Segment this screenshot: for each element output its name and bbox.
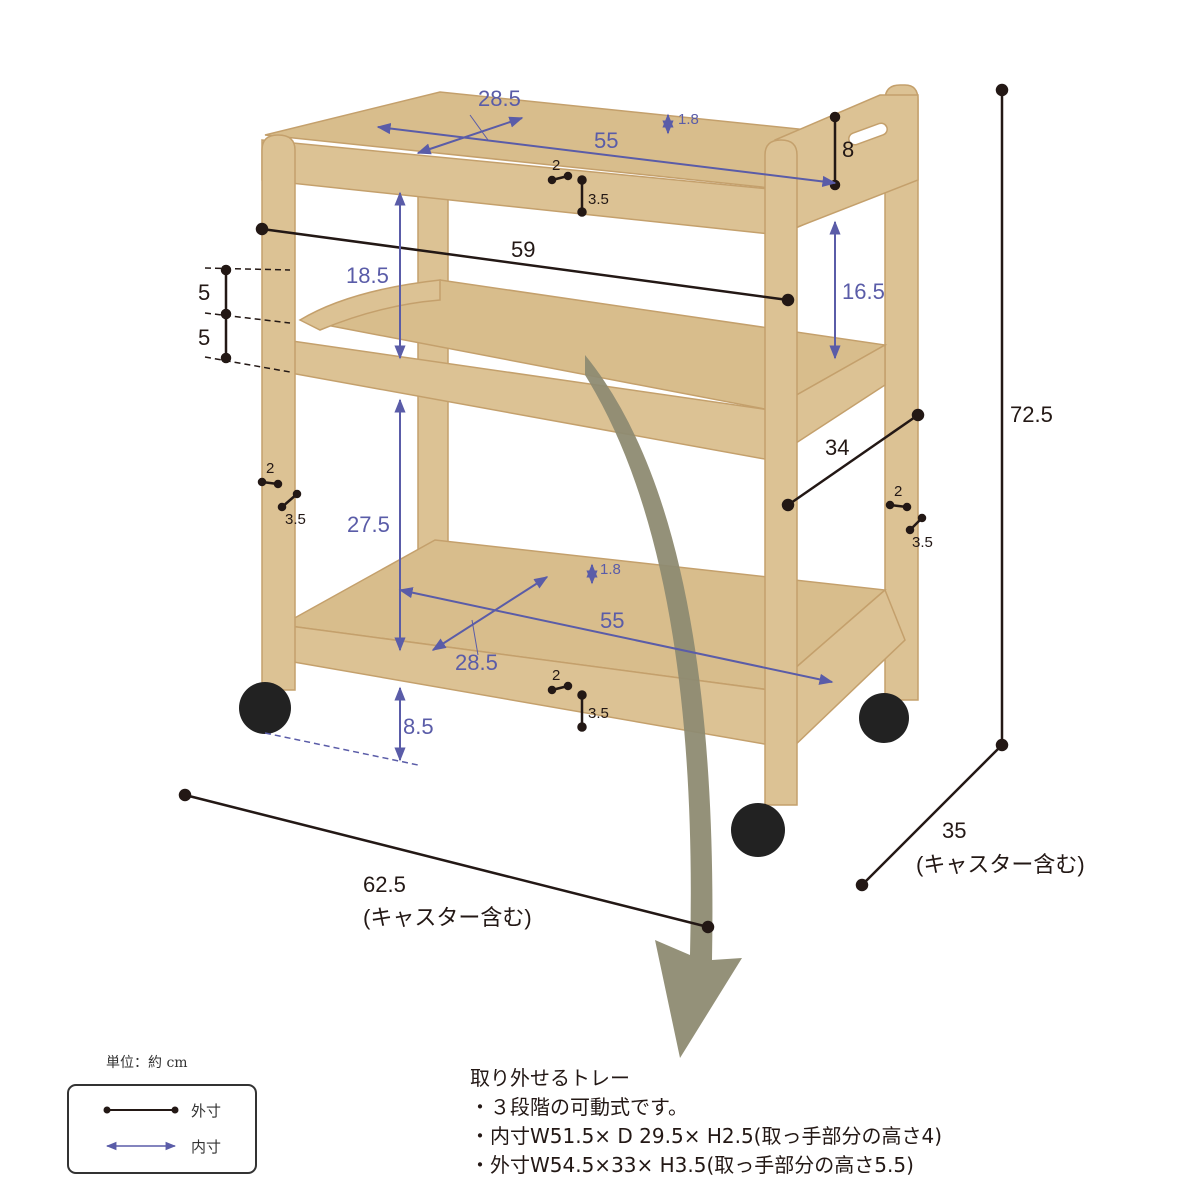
label-bottom-inner-depth: 28.5 [455,650,498,675]
label-overall-inner-width: 59 [511,237,535,262]
label-total-depth-note: (キャスター含む) [916,852,1085,877]
label-top-rim-height: 1.8 [678,111,699,128]
unit-label: 単位：約 cm [106,1055,188,1071]
label-step-1: 5 [198,280,210,305]
label-step-2: 5 [198,325,210,350]
outer-line-icon [103,1106,179,1114]
label-tray-gap-right: 16.5 [842,279,885,304]
legend-outer: 外寸 [103,1100,253,1120]
legend-inner: 内寸 [103,1136,253,1156]
inner-arrow-icon [105,1141,177,1151]
legend-inner-label: 内寸 [191,1138,222,1156]
label-top-frame-h: 3.5 [588,191,609,208]
label-top-inner-width: 55 [594,128,618,153]
tray-description: 取り外せるトレー ・３段階の可動式です。 ・内寸W51.5× D 29.5× H… [470,1064,942,1180]
label-mid-gap: 27.5 [347,512,390,537]
description-line: ・外寸W54.5×33× H3.5(取っ手部分の高さ5.5) [470,1153,914,1177]
label-left-post-w: 2 [266,460,274,477]
label-handle-height: 8 [842,137,854,162]
label-top-frame-w: 2 [552,157,560,174]
legend-outer-label: 外寸 [191,1102,222,1120]
legend-box: 外寸 内寸 [67,1084,257,1174]
description-line: ・３段階の可動式です。 [470,1095,688,1119]
removable-tray-arrow-icon [585,355,742,1058]
front-left-post [261,134,296,691]
label-right-post-w: 2 [894,483,902,500]
label-bottom-frame-h: 3.5 [588,705,609,722]
casters [239,682,909,857]
leader-line [471,619,479,656]
label-total-width-note: (キャスター含む) [363,905,532,930]
inner-dimensions [376,113,841,762]
front-right-post [764,139,798,806]
label-total-depth: 35 [942,818,966,843]
label-total-height: 72.5 [1010,402,1053,427]
caster-front-left [239,682,291,734]
label-bottom-frame-w: 2 [552,667,560,684]
caster-front-right [731,803,785,857]
description-line: ・内寸W51.5× D 29.5× H2.5(取っ手部分の高さ4) [470,1124,943,1148]
description-title: 取り外せるトレー [470,1066,630,1090]
label-total-width: 62.5 [363,872,406,897]
label-top-inner-depth: 28.5 [478,86,521,111]
outer-dimensions [178,83,1009,934]
label-bottom-inner-width: 55 [600,608,624,633]
label-tray-gap-left: 18.5 [346,263,389,288]
step-guides [204,267,291,373]
label-left-post-h: 3.5 [285,511,306,528]
label-right-post-h: 3.5 [912,534,933,551]
handle-hole [848,122,888,146]
floor-guide [264,732,419,766]
caster-back-right [859,693,909,743]
label-floor-clearance: 8.5 [403,714,434,739]
leader-line [469,114,489,141]
label-bottom-rim-height: 1.8 [600,561,621,578]
label-depth-inner: 34 [825,435,849,460]
